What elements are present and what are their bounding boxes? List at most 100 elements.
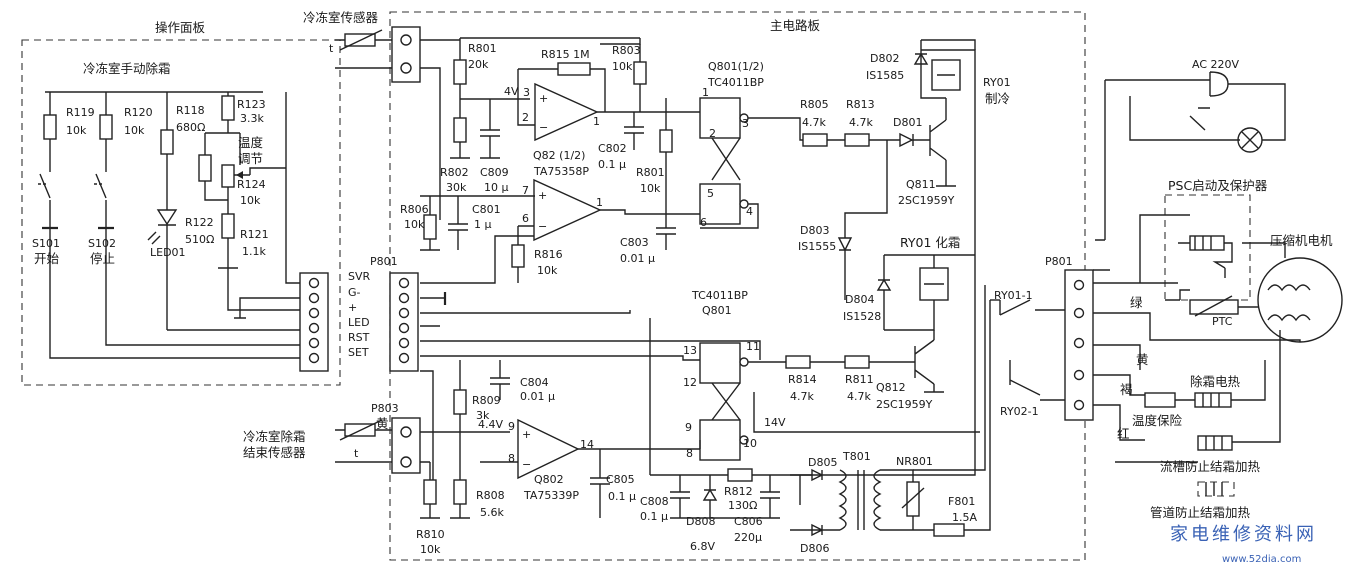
p801-left-terminal [308,307,320,319]
r810-value: 10k [420,543,441,556]
p801-right-terminal [1073,307,1085,319]
p801-left-terminal [308,292,320,304]
r801b-value: 10k [640,182,661,195]
p801-right-terminal [1073,337,1085,349]
r120-value: 10k [124,124,145,137]
ta75358p-label: TA75358P [533,165,589,178]
panel-title: 操作面板 [155,20,206,35]
d804-label: D804 [845,293,874,306]
r123-label: R123 [237,98,266,111]
ry02-1-label: RY02-1 [1000,405,1039,418]
d808-label: D808 [686,515,715,528]
r124-label: R124 [237,178,266,191]
c808-value: 0.1 µ [640,510,668,523]
q801b-pin8: 8 [686,447,693,460]
v4-label: 4V [504,85,519,98]
p801-left-terminal [308,277,320,289]
r806-label: R806 [400,203,429,216]
pipe-heater-label: 管道防止结霜加热 [1150,505,1251,520]
r801-label: R801 [468,42,497,55]
tc4011bp-label-b: TC4011BP [691,289,748,302]
q801-pin3: 3 [742,117,749,130]
q82-pin3: 3 [523,86,530,99]
c809-value: 10 µ [484,181,509,194]
r123-value: 3.3k [240,112,264,125]
ac-label: AC 220V [1192,58,1240,71]
v44-label: 4.4V [478,418,503,431]
p801-left-terminal [308,322,320,334]
q82-pin1-out: 1 [593,115,600,128]
s101-label: S101 [32,237,60,250]
f801-label: F801 [948,495,975,508]
q802-pin8: 8 [508,452,515,465]
main-board-title: 主电路板 [770,18,821,33]
conn-led: LED [348,316,370,329]
c809-label: C809 [480,166,509,179]
temp-adjust-2: 调节 [238,151,263,166]
r814-label: R814 [788,373,817,386]
r816-label: R816 [534,248,563,261]
q82b-pin6: 6 [522,212,529,225]
f801-value: 1.5A [952,511,977,524]
temp-protect-label: 温度保险 [1132,413,1183,428]
d806-label: D806 [800,542,829,555]
r812-value: 130Ω [728,499,757,512]
d805-label: D805 [808,456,837,469]
r806-value: 10k [404,218,425,231]
r809-value: 3k [476,409,490,422]
p801-left-terminal [398,322,410,334]
operation-panel-box [21,39,341,386]
conn-plus: + [348,301,357,314]
svg-text:+: + [538,189,547,202]
q801-pin1: 1 [702,86,709,99]
s102-label: S102 [88,237,116,250]
conn-rst: RST [348,331,370,344]
p801-left-terminal [308,337,320,349]
svg-text:−: − [522,458,531,471]
pipe-heater-box [1197,481,1235,497]
r811-label: R811 [845,373,874,386]
r119-label: R119 [66,106,95,119]
p801-right-label: P801 [1045,255,1073,268]
r122-value: 510Ω [185,233,214,246]
p801-left-terminal [398,307,410,319]
r808-value: 5.6k [480,506,504,519]
r119-value: 10k [66,124,87,137]
p801-right-terminal [1073,369,1085,381]
d801-label: D801 [893,116,922,129]
q82b-pin7: 7 [522,184,529,197]
manual-defrost-title: 冷冻室手动除霜 [83,61,171,76]
r813-label: R813 [846,98,875,111]
wire-red: 红 [1117,426,1130,441]
d803-label: D803 [800,224,829,237]
c808-label: C808 [640,495,669,508]
c803-label: C803 [620,236,649,249]
p801-left-terminal [398,292,410,304]
nr801-label: NR801 [896,455,933,468]
p803-yellow: 黄 [376,416,389,431]
p803-label: P803 [371,402,399,415]
q801b-pin10: 10 [743,437,757,450]
svg-text:t: t [329,42,334,55]
watermark-url: www.52dia.com [1222,554,1301,565]
c802-label: C802 [598,142,627,155]
t801-label: T801 [842,450,871,463]
r814-value: 4.7k [790,390,814,403]
ry01-1-label: RY01-1 [994,289,1033,302]
c805-label: C805 [606,473,635,486]
svg-text:−: − [539,121,548,134]
c804-label: C804 [520,376,549,389]
r120-label: R120 [124,106,153,119]
q82b-pin1: 1 [596,196,603,209]
r801-value: 20k [468,58,489,71]
ry01-label: RY01 [983,76,1011,89]
r121-label: R121 [240,228,269,241]
q811-value: 2SC1959Y [898,194,955,207]
q802-label: Q802 [534,473,564,486]
d802-value: IS1585 [866,69,904,82]
defrost-heater-label: 除霜电热 [1190,374,1241,389]
r803-label: R803 [612,44,641,57]
ry01-cool: 制冷 [985,91,1010,106]
q82-pin2: 2 [522,111,529,124]
q802-pin9: 9 [508,420,515,433]
